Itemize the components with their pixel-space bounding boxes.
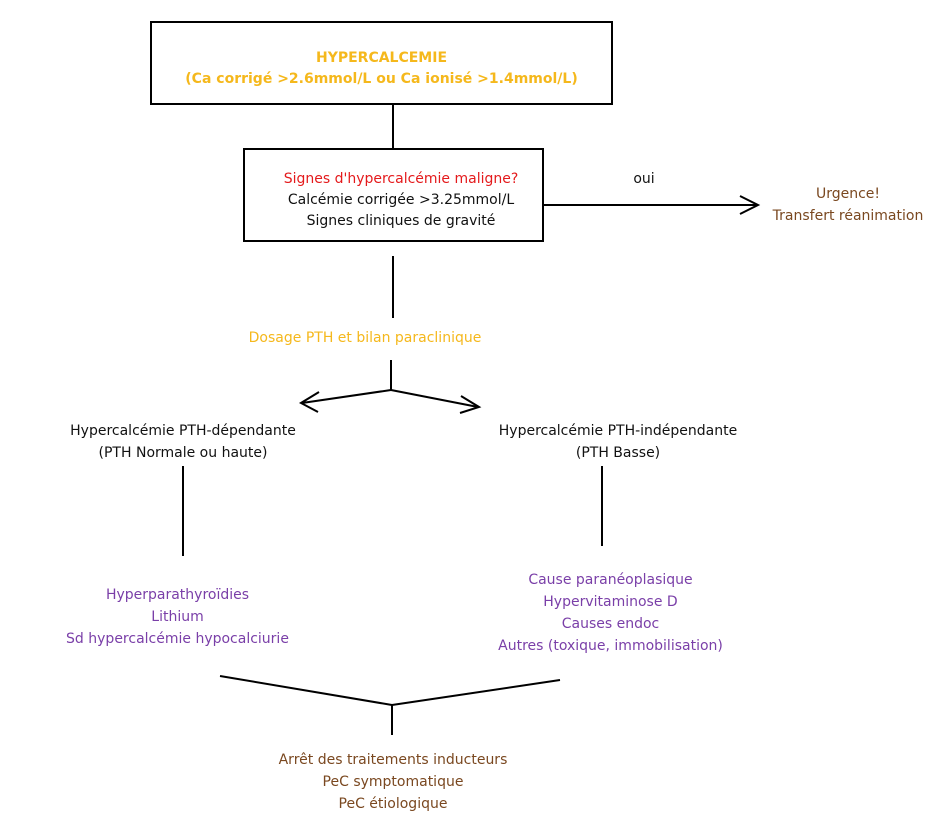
hypercalcemia-box	[150, 21, 613, 105]
arrowhead-left	[298, 391, 320, 413]
severity-box	[243, 148, 544, 242]
severity-criterion-clinical: Signes cliniques de gravité	[306, 213, 496, 229]
severity-criteria: Signes d'hypercalcémie maligne? Calcémie…	[243, 169, 559, 232]
management-item: PeC étiologique	[338, 796, 448, 812]
connector-split-right	[390, 389, 479, 408]
pth-dependent-causes: Hyperparathyroïdies Lithium Sd hypercalc…	[45, 584, 310, 650]
cause-item: Hyperparathyroïdies	[105, 587, 250, 603]
yes-label: oui	[633, 171, 655, 187]
pth-independent-block: Hypercalcémie PTH-indépendante (PTH Bass…	[475, 420, 761, 464]
arrowhead-yes	[739, 195, 761, 215]
severity-criterion-calcemia: Calcémie corrigée >3.25mmol/L	[287, 192, 515, 208]
cause-item: Causes endoc	[561, 616, 660, 632]
emergency-label: Urgence!	[815, 186, 881, 202]
management-item: Arrêt des traitements inducteurs	[278, 752, 508, 768]
pth-dependent-detail: (PTH Normale ou haute)	[98, 445, 268, 461]
connector-merge-left	[219, 675, 393, 706]
severity-question: Signes d'hypercalcémie maligne?	[283, 171, 519, 187]
cause-item: Hypervitaminose D	[543, 594, 678, 610]
icu-transfer-label: Transfert réanimation	[772, 208, 924, 224]
hypercalcemia-title: HYPERCALCEMIE	[315, 50, 448, 66]
hypercalcemia-threshold: (Ca corrigé >2.6mmol/L ou Ca ionisé >1.4…	[185, 71, 578, 87]
hypercalcemia-definition: HYPERCALCEMIE (Ca corrigé >2.6mmol/L ou …	[150, 48, 613, 90]
workup-label: Dosage PTH et bilan paraclinique	[248, 330, 482, 346]
cause-item: Autres (toxique, immobilisation)	[498, 638, 723, 654]
pth-dependent-title: Hypercalcémie PTH-dépendante	[70, 423, 296, 439]
pth-dependent-block: Hypercalcémie PTH-dépendante (PTH Normal…	[50, 420, 316, 464]
cause-item: Sd hypercalcémie hypocalciurie	[66, 631, 289, 647]
emergency-action: Urgence! Transfert réanimation	[758, 183, 938, 227]
arrowhead-right	[459, 395, 482, 414]
pth-independent-detail: (PTH Basse)	[575, 445, 661, 461]
pth-independent-causes: Cause paranéoplasique Hypervitaminose D …	[468, 569, 753, 657]
management-block: Arrêt des traitements inducteurs PeC sym…	[253, 749, 533, 815]
pth-independent-title: Hypercalcémie PTH-indépendante	[498, 423, 738, 439]
connector-split-left	[301, 389, 392, 404]
connector-merge-right	[391, 679, 561, 706]
cause-item: Lithium	[151, 609, 204, 625]
cause-item: Cause paranéoplasique	[528, 572, 693, 588]
management-item: PeC symptomatique	[322, 774, 464, 790]
